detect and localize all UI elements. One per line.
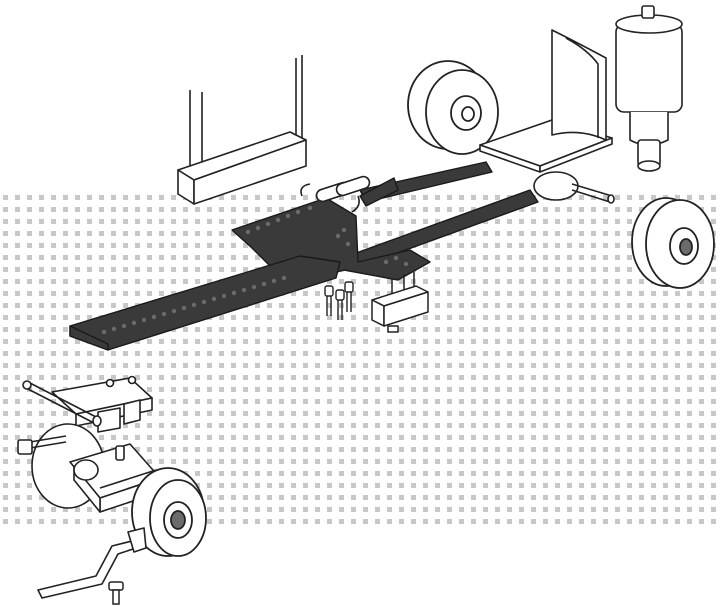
upper-wheel (407, 60, 499, 155)
pivot-screws (324, 281, 354, 320)
connector-block (371, 272, 429, 333)
screw-icon (344, 281, 354, 312)
gear-motor (615, 5, 683, 172)
battery-clips (300, 175, 371, 213)
screw-icon (324, 285, 334, 316)
front-wheel (131, 467, 207, 557)
sensor-board (177, 55, 307, 205)
screw-icon (335, 289, 345, 320)
right-wheel (631, 197, 715, 289)
mounting-bolt (108, 581, 124, 605)
steering-rod (37, 527, 147, 599)
motor-mount-bracket (479, 29, 615, 204)
chassis-holes (101, 205, 409, 335)
front-axle-bracket (22, 375, 153, 433)
